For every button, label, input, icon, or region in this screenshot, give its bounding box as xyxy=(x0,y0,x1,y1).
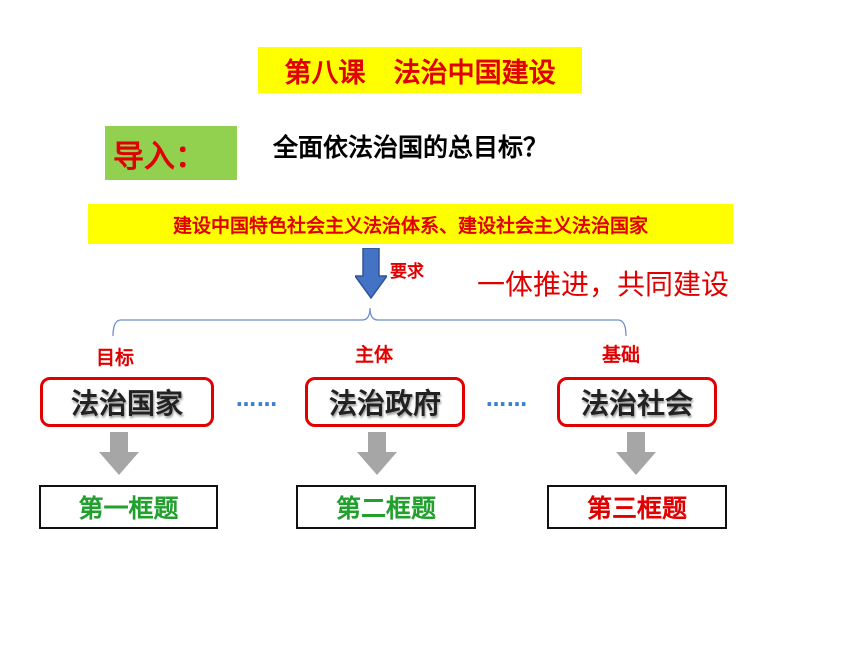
intro-label: 导入： xyxy=(105,126,237,180)
category-label-subject: 主体 xyxy=(355,344,394,366)
section-two-box: 第二框题 xyxy=(296,485,476,529)
category-label-goal: 目标 xyxy=(96,347,135,369)
category-label-foundation: 基础 xyxy=(602,344,641,366)
rule-of-law-society-box: 法治社会 xyxy=(557,377,717,427)
intro-question: 全面依法治国的总目标？ xyxy=(273,133,549,162)
lesson-title: 第八课 法治中国建设 xyxy=(258,47,582,93)
gray-down-arrow-icon xyxy=(99,432,139,475)
section-one-box: 第一框题 xyxy=(39,485,218,529)
section-three-box: 第三框题 xyxy=(547,485,727,529)
rule-of-law-government-box: 法治政府 xyxy=(305,377,465,427)
overall-goal: 建设中国特色社会主义法治体系、建设社会主义法治国家 xyxy=(88,204,733,244)
requirement-label: 要求 xyxy=(390,262,424,282)
separator-dots-1: …… xyxy=(236,387,278,411)
brace-connector xyxy=(112,307,627,337)
separator-dots-2: …… xyxy=(486,387,528,411)
slogan: 一体推进，共同建设 xyxy=(477,268,730,301)
gray-down-arrow-icon xyxy=(357,432,397,475)
rule-of-law-country-box: 法治国家 xyxy=(40,377,214,427)
gray-down-arrow-icon xyxy=(616,432,656,475)
down-arrow-icon xyxy=(355,248,387,300)
